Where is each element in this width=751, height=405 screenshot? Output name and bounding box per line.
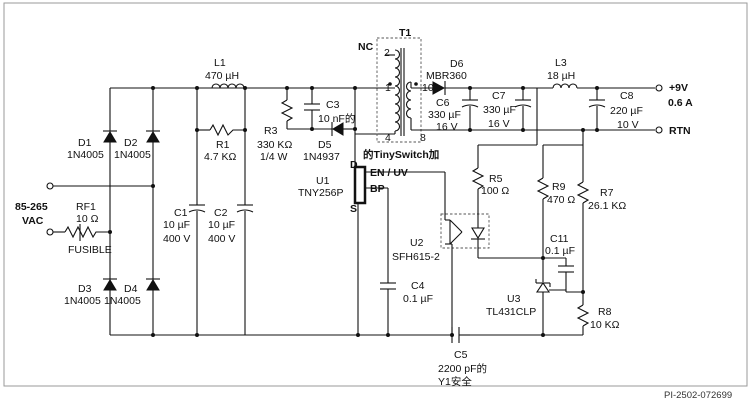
label-r9: R9 <box>552 181 566 193</box>
label-out-plus: +9V <box>669 82 688 94</box>
diagram-frame <box>3 2 748 387</box>
label-d6-part: MBR360 <box>426 70 467 82</box>
label-l3-value: 18 µH <box>547 70 575 82</box>
label-c5-val2: Y1安全 <box>438 375 472 388</box>
clamp-network <box>280 86 395 136</box>
u2-optocoupler <box>440 213 543 335</box>
label-d4-part: 1N4005 <box>104 295 141 307</box>
label-d6: D6 <box>450 58 464 70</box>
label-r8-value: 10 KΩ <box>590 319 620 331</box>
label-d2: D2 <box>124 137 138 149</box>
label-d1-part: 1N4005 <box>67 149 104 161</box>
label-c7: C7 <box>492 90 506 102</box>
label-pin-d: D <box>350 159 358 171</box>
label-t1: T1 <box>399 27 411 39</box>
label-d4: D4 <box>124 283 138 295</box>
label-c7-val2: 16 V <box>488 118 510 130</box>
label-c6-val1: 330 µF <box>428 109 461 121</box>
bulk-capacitors <box>188 130 452 337</box>
label-d3: D3 <box>78 283 92 295</box>
bridge-rectifier <box>103 86 245 337</box>
label-c2-val2: 400 V <box>208 233 235 245</box>
label-nc: NC <box>358 41 374 53</box>
label-r5-value: 100 Ω <box>481 185 509 197</box>
label-d1: D1 <box>78 137 92 149</box>
capacitor-c5 <box>450 327 470 343</box>
label-r7-value: 26.1 KΩ <box>588 200 626 212</box>
label-c3: C3 <box>326 99 340 111</box>
label-c2-val1: 10 µF <box>208 219 235 231</box>
label-input-v1: 85-265 <box>15 201 48 213</box>
label-u2: U2 <box>410 237 424 249</box>
u1-tinyswitch <box>353 134 446 337</box>
label-c7-val1: 330 µF <box>483 104 516 116</box>
label-pin-s: S <box>350 203 357 215</box>
label-c5-val1: 2200 pF的 <box>438 362 487 375</box>
label-d5-part: 1N4937 <box>303 151 340 163</box>
secondary-output <box>411 81 663 134</box>
label-u2-part: SFH615-2 <box>392 251 440 263</box>
label-c8-val1: 220 µF <box>610 105 643 117</box>
label-d3-part: 1N4005 <box>64 295 101 307</box>
label-pin-en: EN / UV <box>370 167 408 179</box>
label-c4-value: 0.1 µF <box>403 293 433 305</box>
label-c1: C1 <box>174 207 188 219</box>
resistor-r5 <box>471 88 538 215</box>
label-c4: C4 <box>411 280 425 292</box>
label-c3-value: 10 nF的 <box>318 112 355 125</box>
label-d2-part: 1N4005 <box>114 149 151 161</box>
label-u3: U3 <box>507 293 521 305</box>
label-rf1: RF1 <box>76 201 96 213</box>
label-c1-val1: 10 µF <box>163 219 190 231</box>
label-u3-part: TL431CLP <box>486 306 536 318</box>
label-r1-value: 4.7 KΩ <box>204 151 237 163</box>
label-input-v2: VAC <box>22 215 44 227</box>
label-l1: L1 <box>214 57 226 69</box>
label-r5: R5 <box>489 173 503 185</box>
label-u1: U1 <box>316 175 330 187</box>
label-c11-value: 0.1 µF <box>545 245 575 257</box>
label-pin8: 8 <box>420 132 426 144</box>
label-pin10: 10 <box>422 82 434 94</box>
label-tinyswitch: 的TinySwitch加 <box>363 148 439 161</box>
label-l3: L3 <box>555 57 567 69</box>
label-d5: D5 <box>318 139 332 151</box>
transformer-t1 <box>376 37 422 143</box>
label-r3-val1: 330 KΩ <box>257 139 292 151</box>
label-c11: C11 <box>550 233 569 245</box>
resistor-r1 <box>195 88 247 137</box>
label-c8: C8 <box>620 90 634 102</box>
label-c1-val2: 400 V <box>163 233 190 245</box>
inductor-l1 <box>195 83 395 90</box>
label-r9-value: 470 Ω <box>547 194 575 206</box>
label-r7: R7 <box>600 187 614 199</box>
label-c6-val2: 16 V <box>436 121 458 133</box>
label-l1-value: 470 µH <box>205 70 239 82</box>
label-c2: C2 <box>214 207 228 219</box>
label-out-current: 0.6 A <box>668 97 693 109</box>
label-r3: R3 <box>264 125 278 137</box>
label-pin-bp: BP <box>370 183 385 195</box>
label-c6: C6 <box>436 97 450 109</box>
label-rtn: RTN <box>669 125 691 137</box>
label-rf1-value: 10 Ω <box>76 213 99 225</box>
label-pin2: 2 <box>384 47 390 59</box>
label-c8-val2: 10 V <box>617 119 639 131</box>
label-r1: R1 <box>216 139 230 151</box>
label-pin1: 1 <box>385 82 391 94</box>
label-pin4: 4 <box>385 132 391 144</box>
label-fusible: FUSIBLE <box>68 244 112 256</box>
label-r8: R8 <box>598 306 612 318</box>
label-r3-val2: 1/4 W <box>260 151 288 163</box>
document-id: PI-2502-072699 <box>664 390 732 401</box>
label-u1-part: TNY256P <box>298 187 344 199</box>
ac-input <box>46 182 155 241</box>
feedback-network <box>470 128 590 337</box>
label-c5: C5 <box>454 349 468 361</box>
